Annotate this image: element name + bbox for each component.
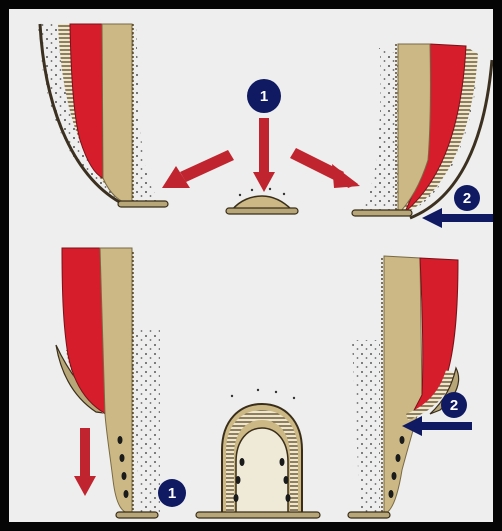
tooth-top-left — [38, 24, 168, 207]
enamel-bottom-left — [62, 248, 106, 414]
marker-bottom-2: 2 — [441, 392, 467, 418]
crest-base-top-left — [118, 201, 168, 207]
arrow-right-down-red — [290, 148, 360, 188]
dentin-top-left — [102, 24, 132, 204]
tooth-bottom-left — [56, 248, 160, 518]
tooth-bottom-right — [348, 256, 459, 518]
marker-bottom-2-label: 2 — [450, 397, 458, 414]
crest-base-bottom-right — [348, 512, 390, 518]
crest-dot — [269, 188, 271, 190]
arrow-down-red-bottom — [74, 428, 96, 496]
dentin-bottom-left — [100, 248, 132, 514]
marker-bottom-1: 1 — [158, 479, 186, 507]
arrow-left-down-red — [162, 150, 234, 188]
marker-top-1-label: 1 — [260, 88, 268, 105]
marrow-bottom-center — [236, 428, 288, 516]
marker-top-1: 1 — [247, 79, 281, 113]
crest-top-center — [226, 188, 298, 214]
crest-bottom-center — [196, 389, 320, 518]
marker-top-2-label: 2 — [463, 190, 471, 207]
crest-dot — [251, 189, 253, 191]
crest-base-bottom-center — [196, 512, 320, 518]
arrow-left-blue — [422, 208, 493, 228]
bone-dots-bottom-right — [352, 340, 380, 512]
arrow-down-red — [253, 118, 275, 192]
crest-dot — [239, 194, 241, 196]
marker-top-2: 2 — [454, 185, 480, 211]
periodontal-diagram: 1 2 — [9, 9, 493, 522]
crest-base-top-center — [226, 208, 298, 214]
crest-base-top-right — [352, 210, 412, 216]
bone-dots-bottom-left — [130, 330, 160, 512]
crest-dot — [283, 193, 285, 195]
marker-bottom-1-label: 1 — [168, 485, 176, 502]
dentin-bottom-right — [384, 256, 422, 514]
crest-base-bottom-left — [116, 512, 158, 518]
